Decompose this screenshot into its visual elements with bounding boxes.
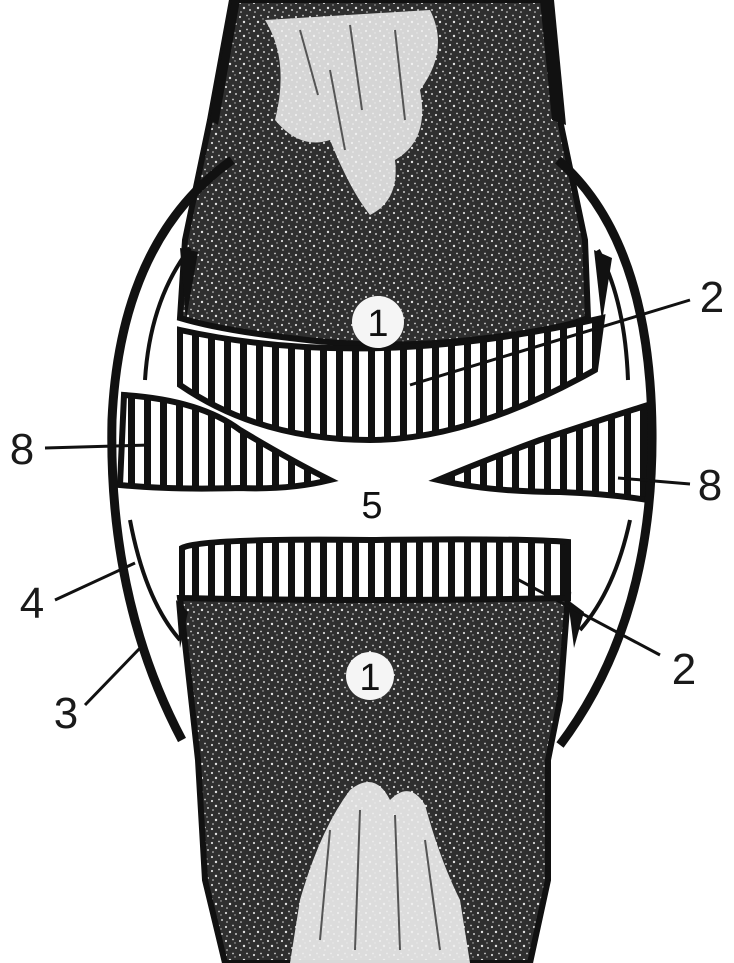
label-bone-lower: 1 (359, 657, 380, 699)
label-disc-right: 8 (698, 461, 722, 510)
label-cartilage-upper: 2 (700, 273, 724, 322)
label-disc-left: 8 (10, 425, 34, 474)
lower-cartilage (182, 539, 568, 600)
label-joint-cavity: 5 (361, 485, 382, 527)
label-bone-upper: 1 (367, 303, 388, 345)
label-synovial-membrane: 4 (20, 579, 44, 628)
label-joint-capsule: 3 (54, 689, 78, 738)
label-cartilage-lower: 2 (672, 645, 696, 694)
leader-capsule (85, 646, 142, 705)
